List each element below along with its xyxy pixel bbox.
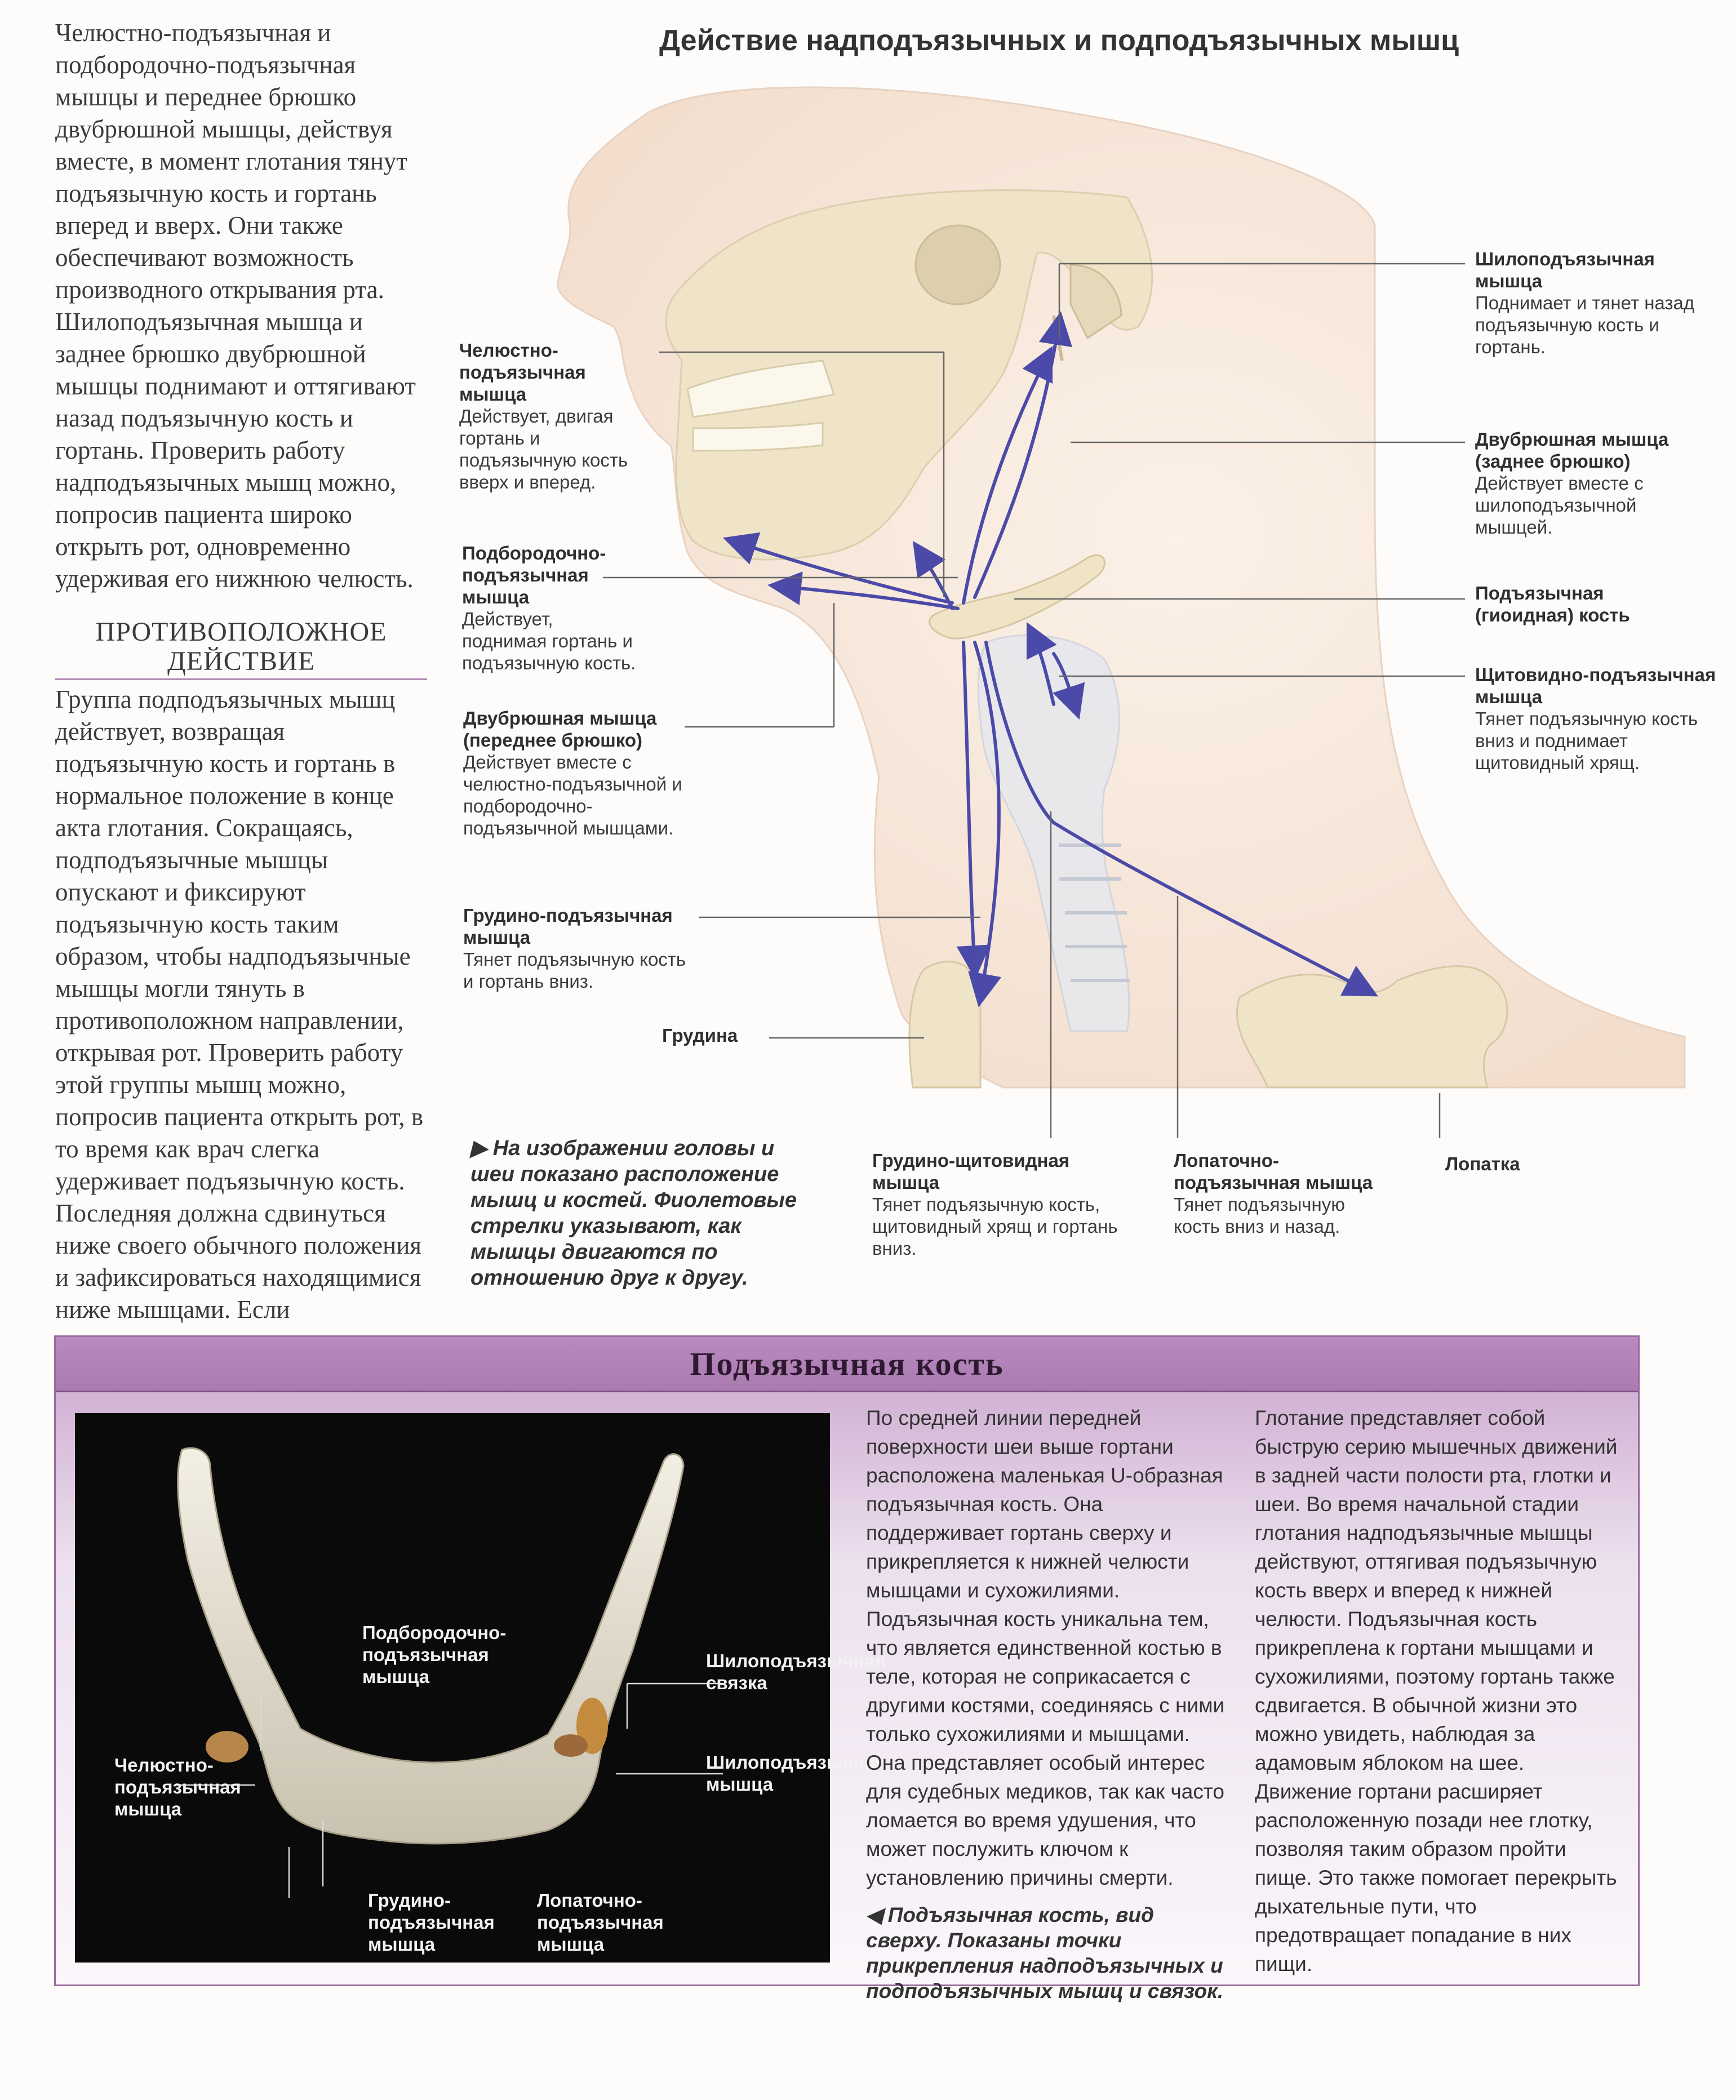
label-thyrohyoid-title: Щитовидно-подъязычная мышца: [1475, 664, 1716, 707]
arrow-mylohyoid-up: [913, 541, 954, 610]
photo-label-omohyoid: Лопаточно-подъязычная мышца: [537, 1890, 664, 1955]
opposite-action-heading: ПРОТИВОПОЛОЖНОЕ ДЕЙСТВИЕ: [55, 618, 427, 680]
head-neck-illustration: [557, 86, 1686, 1138]
photo-label-stylohyoid-ligament: Шилоподъязычная связка: [706, 1650, 886, 1693]
hyoid-column-1-text: По средней линии передней поверхности ше…: [866, 1406, 1225, 1889]
figure-title: Действие надподъязычных и подподъязычных…: [659, 24, 1459, 57]
label-digastric-posterior: Двубрюшная мышца (заднее брюшко) Действу…: [1475, 428, 1712, 538]
arrow-mylohyoid: [767, 571, 960, 610]
label-stylohyoid: Шилоподъязычная мышца Поднимает и тянет …: [1475, 248, 1701, 358]
label-thyrohyoid: Щитовидно-подъязычная мышца Тянет подъяз…: [1475, 664, 1717, 774]
arrow-omohyoid: [984, 641, 1378, 997]
label-sternothyroid-desc: Тянет подъязычную кость, щитовидный хрящ…: [872, 1194, 1118, 1259]
hyoid-text-column-2: Глотание представляет собой быструю сери…: [1255, 1404, 1627, 1978]
hyoid-bone-box: Подъязычная кость По: [54, 1335, 1640, 2003]
hyoid-column-2-text: Глотание представляет собой быструю сери…: [1255, 1406, 1618, 1975]
arrow-thyrohyoid: [1026, 621, 1057, 706]
label-omohyoid-desc: Тянет подъязычную кость вниз и назад.: [1174, 1194, 1345, 1237]
label-sternum: Грудина: [662, 1024, 738, 1046]
hyoid-box-header: Подъязычная кость: [56, 1337, 1638, 1392]
hyoid-bone-shape: [929, 554, 1105, 640]
label-scapula: Лопатка: [1445, 1153, 1520, 1175]
skull: [665, 189, 1153, 561]
figure-caption: ▶ На изображении головы и шеи показано р…: [470, 1136, 797, 1290]
label-sternohyoid-desc: Тянет подъязычную кость и гортань вниз.: [463, 949, 686, 992]
arrow-geniohyoid: [722, 532, 954, 605]
label-sternohyoid-title: Грудино-подъязычная мышца: [463, 905, 673, 948]
label-sternothyroid-title: Грудино-щитовидная мышца: [872, 1150, 1070, 1193]
label-digastric-posterior-title: Двубрюшная мышца (заднее брюшко): [1475, 429, 1669, 472]
label-digastric-anterior-desc: Действует вместе с челюстно-подъязычной …: [463, 752, 682, 838]
label-omohyoid: Лопаточно-подъязычная мышца Тянет подъяз…: [1174, 1149, 1377, 1237]
label-mylohyoid-title: Челюстно-подъязычная мышца: [459, 340, 586, 405]
label-sternum-title: Грудина: [662, 1025, 738, 1046]
label-hyoid-bone-title: Подъязычная (гиоидная) кость: [1475, 583, 1630, 625]
arrow-sternohyoid: [956, 641, 991, 979]
label-geniohyoid-title: Подбородочно-подъязычная мышца: [462, 543, 606, 607]
label-geniohyoid-desc: Действует, поднимая гортань и подъязычну…: [462, 609, 636, 673]
label-mylohyoid: Челюстно-подъязычная мышца Действует, дв…: [459, 339, 651, 493]
label-hyoid-bone: Подъязычная (гиоидная) кость: [1475, 582, 1678, 626]
label-thyrohyoid-desc: Тянет подъязычную кость вниз и поднимает…: [1475, 708, 1698, 773]
arrow-thyrohyoid-down: [1052, 652, 1085, 720]
larynx: [977, 634, 1130, 1032]
label-stylohyoid-title: Шилоподъязычная мышца: [1475, 248, 1655, 291]
photo-label-sternohyoid: Грудино-подъязычная мышца: [368, 1890, 495, 1955]
left-text-column: Челюстно-подъязычная и подбородочно-подъ…: [55, 17, 427, 1486]
photo-label-geniohyoid: Подбородочно-подъязычная мышца: [362, 1622, 507, 1687]
label-digastric-posterior-desc: Действует вместе с шилоподъязычной мышце…: [1475, 473, 1644, 538]
sternum-shape: [908, 961, 982, 1089]
label-omohyoid-title: Лопаточно-подъязычная мышца: [1174, 1150, 1373, 1193]
photo-label-stylohyoid-muscle: Шилоподъязычная мышца: [706, 1752, 886, 1795]
label-geniohyoid: Подбородочно-подъязычная мышца Действует…: [462, 542, 642, 674]
left-paragraph-1: Челюстно-подъязычная и подбородочно-подъ…: [55, 19, 416, 593]
arrow-sternothyroid: [968, 641, 1002, 1007]
label-digastric-anterior: Двубрюшная мышца (переднее брюшко) Дейст…: [463, 707, 689, 839]
arrow-digastric-post: [962, 345, 1053, 605]
hyoid-box-title: Подъязычная кость: [690, 1346, 1004, 1382]
label-digastric-anterior-title: Двубрюшная мышца (переднее брюшко): [463, 708, 657, 751]
hyoid-photo-caption: ◀ Подъязычная кость, вид сверху. Показан…: [866, 1903, 1224, 2003]
label-stylohyoid-desc: Поднимает и тянет назад подъязычную кост…: [1475, 292, 1695, 357]
label-scapula-title: Лопатка: [1445, 1153, 1520, 1174]
label-sternohyoid: Грудино-подъязычная мышца Тянет подъязыч…: [463, 904, 700, 992]
hyoid-bone-photo-drawing: [176, 1447, 723, 1898]
hyoid-text-column-1: По средней линии передней поверхности ше…: [866, 1404, 1227, 2004]
label-sternothyroid: Грудино-щитовидная мышца Тянет подъязычн…: [872, 1149, 1131, 1259]
label-mylohyoid-desc: Действует, двигая гортань и подъязычную …: [459, 406, 628, 492]
hyoid-photo: Подбородочно-подъязычная мышца Челюстно-…: [75, 1413, 886, 1963]
photo-label-mylohyoid: Челюстно-подъязычная мышца: [114, 1755, 241, 1819]
